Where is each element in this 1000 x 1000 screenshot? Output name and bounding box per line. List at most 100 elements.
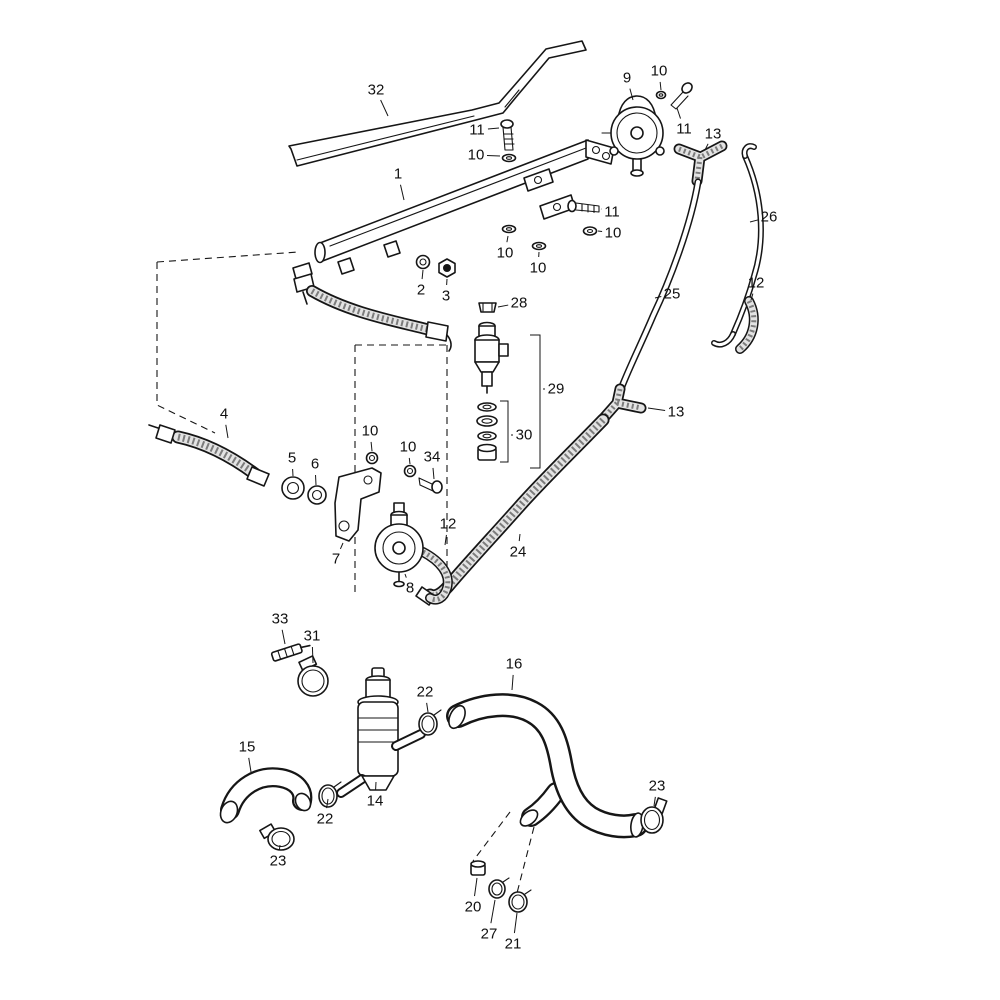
leader-line-13 <box>704 143 709 151</box>
washer-10-d <box>403 464 417 478</box>
part-label-11: 11 <box>676 121 692 138</box>
washer-10-mid <box>582 226 598 236</box>
leader-line-23 <box>278 844 281 851</box>
leader-line-10 <box>408 457 411 465</box>
dashed-guide-left <box>156 262 216 434</box>
leader-line-10 <box>486 154 501 157</box>
part-label-24: 24 <box>510 544 527 561</box>
part-label-13: 13 <box>668 404 685 421</box>
leader-line-16 <box>511 674 514 691</box>
part-label-10: 10 <box>605 225 622 242</box>
part-label-21: 21 <box>505 936 522 953</box>
part-label-11: 11 <box>469 122 485 139</box>
part-label-12: 12 <box>440 516 457 533</box>
leader-line-10 <box>370 441 373 452</box>
callout-bracket-0 <box>530 334 541 469</box>
part-label-15: 15 <box>239 739 256 756</box>
part-label-30: 30 <box>516 427 533 444</box>
part-label-33: 33 <box>272 611 289 628</box>
part-label-22: 22 <box>317 811 334 828</box>
leader-line-27 <box>490 899 496 924</box>
part-label-20: 20 <box>465 899 482 916</box>
fuel-rail-1 <box>292 139 615 305</box>
leader-line-21 <box>513 912 518 934</box>
leader-line-10 <box>597 230 603 233</box>
union-nut-5 <box>281 476 305 500</box>
pressure-regulator-9 <box>601 95 665 177</box>
leader-line-31 <box>311 646 314 664</box>
part-label-10: 10 <box>497 245 514 262</box>
part-label-5: 5 <box>288 450 296 467</box>
part-label-13: 13 <box>705 126 722 143</box>
part-label-23: 23 <box>649 778 666 795</box>
fuel-injector-29 <box>474 321 509 394</box>
leader-line-15 <box>248 757 252 773</box>
part-label-32: 32 <box>368 82 385 99</box>
part-label-29: 29 <box>548 381 565 398</box>
leader-line-24 <box>518 533 521 542</box>
part-label-2: 2 <box>417 282 425 299</box>
injector-seal-kit-30 <box>476 402 498 461</box>
part-label-4: 4 <box>220 406 228 423</box>
seal-ring-6 <box>307 485 327 505</box>
part-label-28: 28 <box>511 295 528 312</box>
part-label-34: 34 <box>424 449 441 466</box>
cap-20 <box>470 860 486 876</box>
leader-line-32 <box>380 99 389 117</box>
leader-line-33 <box>281 629 286 645</box>
leader-line-20 <box>474 877 478 897</box>
part-label-14: 14 <box>367 793 384 810</box>
screw-34 <box>418 477 443 494</box>
washer-10-left <box>501 153 517 163</box>
idle-valve-14 <box>336 667 426 798</box>
clamp-23-a <box>259 823 295 851</box>
part-label-16: 16 <box>506 656 523 673</box>
dashed-guide-bottom <box>472 811 535 894</box>
leader-line-34 <box>432 467 435 480</box>
leader-line-25 <box>654 296 662 299</box>
clamp-22-a <box>418 709 442 736</box>
dashed-guide-top <box>156 251 299 263</box>
part-label-10: 10 <box>362 423 379 440</box>
clamp-23-b <box>640 797 668 834</box>
part-label-9: 9 <box>623 70 631 87</box>
leader-line-26 <box>749 219 759 223</box>
bolt-11-left <box>500 119 515 151</box>
leader-line-13 <box>647 407 666 411</box>
injector-clip-28 <box>478 302 497 313</box>
hose-16 <box>446 693 648 839</box>
leader-line-8 <box>404 573 407 578</box>
leader-line-23 <box>653 796 656 807</box>
y-connector-13-bottom <box>596 383 647 426</box>
part-label-3: 3 <box>442 288 450 305</box>
leader-line-10 <box>659 81 662 91</box>
cap-nut-3 <box>438 258 456 278</box>
hose-25 <box>617 178 702 393</box>
hose-4 <box>148 424 270 487</box>
washer-10-b <box>531 241 547 251</box>
part-label-23: 23 <box>270 853 287 870</box>
leader-line-7 <box>339 542 344 550</box>
bolt-11-top <box>670 82 693 110</box>
damper-8 <box>374 502 424 588</box>
y-connector-13-top <box>673 140 728 187</box>
hose-15 <box>219 767 313 824</box>
clamp-27 <box>488 877 510 899</box>
hose-26 <box>711 143 764 348</box>
leader-line-9 <box>629 88 634 101</box>
part-label-22: 22 <box>417 684 434 701</box>
part-label-10: 10 <box>530 260 547 277</box>
washer-10-c <box>365 451 379 465</box>
part-label-10: 10 <box>400 439 417 456</box>
washer-10-a <box>501 224 517 234</box>
part-label-6: 6 <box>311 456 319 473</box>
clamp-31 <box>297 655 329 697</box>
part-label-26: 26 <box>761 209 778 226</box>
leader-line-28 <box>497 304 509 308</box>
washer-10-top <box>655 90 667 100</box>
part-label-12: 12 <box>748 275 765 292</box>
part-label-31: 31 <box>304 628 321 645</box>
leader-line-11 <box>487 127 500 130</box>
part-label-7: 7 <box>332 551 340 568</box>
